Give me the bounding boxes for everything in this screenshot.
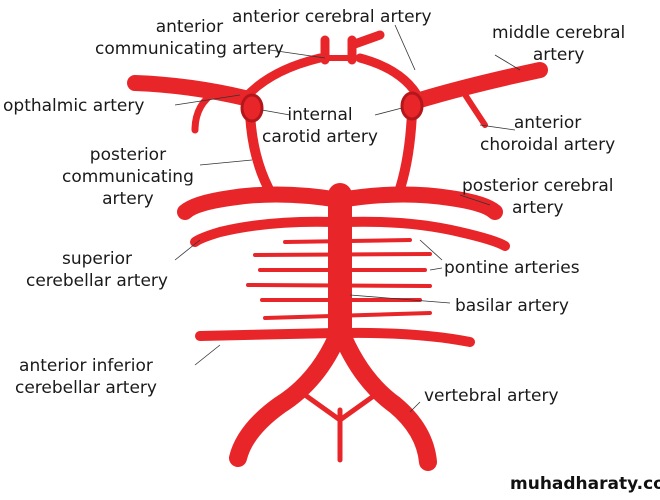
superior-cerebellar-artery-right [340, 216, 510, 251]
ophthalmic-artery [191, 88, 219, 134]
label-line: anterior [155, 17, 224, 37]
label-line: choroidal artery [480, 135, 616, 155]
label-line: communicating [62, 167, 194, 187]
internal-carotid-right [400, 91, 424, 121]
label-line: cerebellar artery [26, 271, 168, 291]
aica-left [195, 328, 340, 341]
pontine-arteries [246, 238, 432, 320]
label-line: cerebellar artery [15, 378, 157, 398]
superior-cerebellar-artery-left [190, 216, 340, 247]
label-anterior-cerebral-artery: anterior cerebral artery [232, 7, 432, 27]
label-line: posterior [89, 145, 167, 165]
vertebral-artery-left [229, 321, 349, 467]
leader-lines [174, 24, 521, 413]
label-line: artery [532, 45, 585, 65]
label-line: artery [102, 189, 154, 209]
posterior-cerebral-artery-left [177, 186, 348, 220]
label-vertebral-artery: vertebral artery [424, 386, 559, 406]
posterior-cerebral-artery-right [332, 186, 503, 220]
aica-right [340, 327, 475, 347]
label-line: anterior [513, 113, 582, 133]
posterior-communicating-right [393, 107, 417, 200]
label-line: internal [287, 105, 353, 125]
label-basilar-artery: basilar artery [455, 296, 569, 316]
anterior-cerebral-left [240, 53, 325, 103]
label-line: superior [61, 249, 132, 269]
label-pontine-arteries: pontine arteries [444, 258, 580, 278]
label-line: carotid artery [262, 127, 378, 147]
anterior-choroidal-artery [459, 87, 488, 128]
internal-carotid-left [240, 93, 264, 123]
label-line: artery [511, 198, 564, 218]
label-opthalmic-artery: opthalmic artery [3, 96, 145, 116]
middle-cerebral-right [412, 62, 548, 108]
label-line: communicating artery [95, 39, 284, 59]
middle-cerebral-left [127, 75, 253, 106]
label-line: posterior cerebral [462, 176, 614, 196]
label-line: anterior inferior [19, 356, 153, 376]
vertebral-artery-right [331, 321, 437, 471]
label-line: middle cerebral [492, 23, 626, 43]
vertebral-branches [302, 392, 378, 463]
watermark: muhadharaty.com [510, 474, 660, 494]
